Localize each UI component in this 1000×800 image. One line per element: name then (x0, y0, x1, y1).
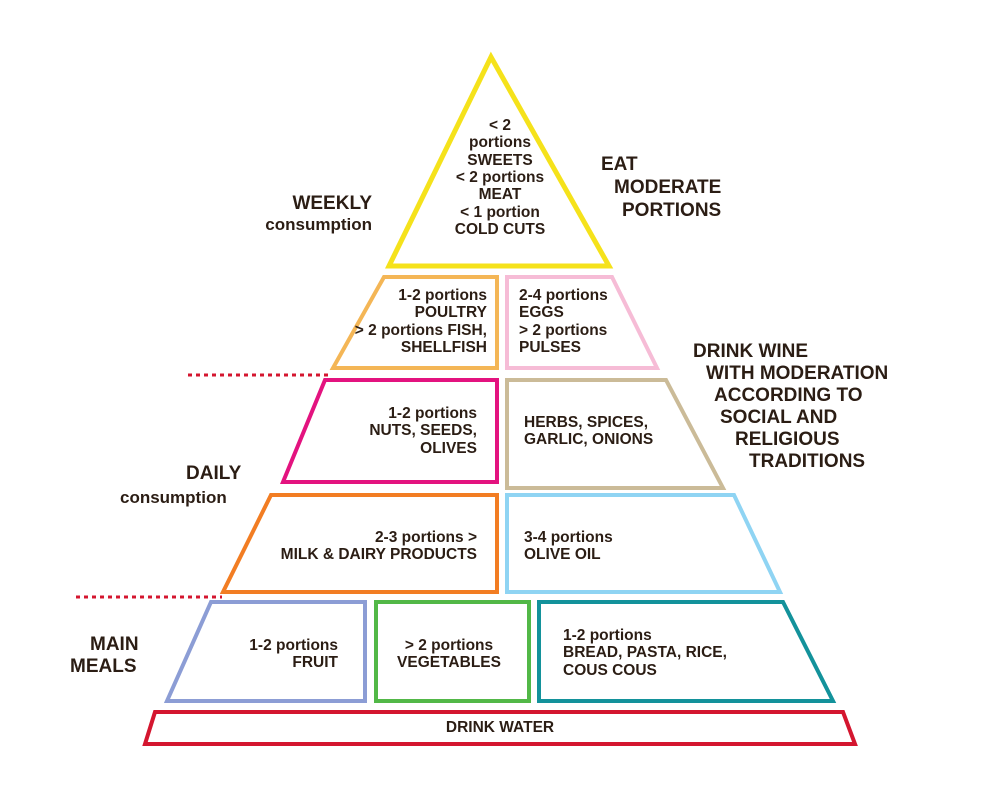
cell-line: OLIVE OIL (524, 546, 601, 564)
herbs-spices-block (505, 378, 727, 490)
milk-dairy-block (219, 493, 499, 594)
apex-line: < 2 (489, 117, 511, 134)
cell-line: FRUIT (292, 654, 338, 672)
eat-moderate-line: PORTIONS (622, 200, 722, 222)
apex-triangle (384, 51, 614, 269)
apex-line: < 2 portions (455, 169, 545, 187)
vegetables-text: > 2 portions VEGETABLES (397, 637, 501, 672)
cell-line: 1-2 portions (388, 405, 477, 422)
cell-line: PULSES (519, 339, 582, 357)
fruit-block (163, 600, 367, 703)
nuts-seeds-block (280, 378, 499, 484)
vegetables-block (374, 600, 531, 703)
wine-line: WITH MODERATION (706, 363, 889, 385)
cell-line: SHELLFISH (400, 339, 487, 357)
apex-text: < 2 portions SWEETS < 2 portions MEAT < … (455, 117, 545, 239)
cell-line: BREAD, PASTA, RICE, (563, 644, 727, 662)
weekly-label-line2: consumption (265, 215, 372, 235)
cell-line: > 2 portions (519, 321, 608, 339)
cell-line: HERBS, SPICES, (524, 414, 649, 431)
eat-moderate-portions-label: EAT MODERATE PORTIONS (601, 153, 721, 223)
daily-label-line2: consumption (120, 488, 227, 507)
cell-line: 1-2 portions (398, 287, 487, 304)
fruit-text: 1-2 portions FRUIT (249, 637, 338, 672)
herbs-spices-text: HERBS, SPICES, GARLIC, ONIONS (524, 414, 653, 449)
olive-oil-text: 3-4 portions OLIVE OIL (524, 529, 613, 564)
eggs-pulses-text: 2-4 portions EGGS > 2 portions PULSES (519, 287, 608, 356)
nuts-seeds-text: 1-2 portions NUTS, SEEDS, OLIVES (369, 405, 477, 457)
drink-wine-label: DRINK WINE WITH MODERATION ACCORDING TO … (693, 341, 888, 473)
weekly-consumption-label: WEEKLY consumption (265, 193, 372, 235)
cell-line: 2-3 portions > (374, 529, 477, 546)
daily-label-line1: DAILY (186, 463, 242, 484)
wine-line: SOCIAL AND (720, 407, 838, 429)
wine-line: RELIGIOUS (735, 429, 840, 451)
drink-water-label: DRINK WATER (445, 719, 555, 736)
bread-pasta-text: 1-2 portions BREAD, PASTA, RICE, COUS CO… (563, 627, 727, 679)
weekly-label-line1: WEEKLY (292, 193, 372, 214)
apex-line: < 1 portion (460, 203, 540, 221)
cell-line: COUS COUS (563, 661, 657, 679)
cell-line: 1-2 portions (249, 637, 338, 654)
olive-oil-block (505, 493, 784, 594)
main-meals-line2: MEALS (70, 656, 137, 678)
cell-line: 2-4 portions (519, 287, 608, 304)
apex-line: SWEETS (467, 151, 533, 169)
apex-line: portions (468, 134, 531, 152)
drink-water-bar (142, 710, 858, 746)
cell-line: MILK & DAIRY PRODUCTS (280, 546, 477, 564)
poultry-fish-block (329, 275, 499, 370)
cell-line: OLIVES (420, 439, 477, 457)
main-meals-label: MAIN MEALS (70, 634, 139, 679)
eggs-pulses-block (505, 275, 661, 370)
cell-line: > 2 portions FISH, (354, 321, 487, 339)
wine-line: DRINK WINE (693, 341, 809, 362)
poultry-fish-text: 1-2 portions POULTRY > 2 portions FISH, … (355, 287, 487, 356)
eat-moderate-line: MODERATE (614, 177, 722, 199)
apex-line: COLD CUTS (454, 221, 546, 239)
cell-line: VEGETABLES (397, 654, 501, 672)
cell-line: POULTRY (414, 304, 487, 322)
cell-line: 1-2 portions (563, 627, 652, 644)
cell-line: 3-4 portions (524, 529, 613, 546)
cell-line: > 2 portions (404, 637, 494, 654)
apex-line: MEAT (478, 186, 522, 204)
bread-pasta-block (537, 600, 837, 703)
cell-line: GARLIC, ONIONS (524, 431, 654, 449)
wine-line: ACCORDING TO (714, 385, 863, 407)
main-meals-line1: MAIN (90, 634, 139, 655)
cell-line: NUTS, SEEDS, (369, 422, 477, 440)
eat-moderate-line: EAT (601, 154, 638, 175)
wine-line: TRADITIONS (749, 451, 866, 473)
cell-line: EGGS (519, 304, 564, 322)
milk-dairy-text: 2-3 portions > MILK & DAIRY PRODUCTS (281, 529, 477, 564)
